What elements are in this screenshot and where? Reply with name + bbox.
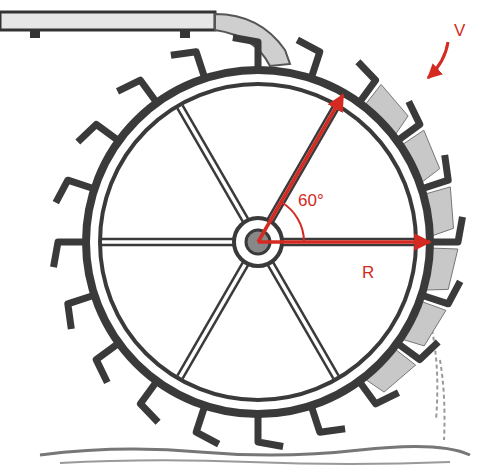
spoke bbox=[282, 244, 414, 247]
flume-support bbox=[180, 30, 190, 38]
paddle bbox=[96, 342, 120, 383]
flume-support bbox=[30, 30, 40, 38]
spoke bbox=[273, 108, 339, 222]
paddle bbox=[140, 380, 158, 423]
paddle bbox=[358, 380, 399, 404]
flume-trough bbox=[0, 12, 215, 30]
radius-arrow bbox=[258, 95, 343, 242]
spoke bbox=[102, 244, 234, 247]
velocity-arrow bbox=[428, 42, 448, 78]
paddle bbox=[78, 124, 121, 142]
spoke bbox=[267, 105, 333, 219]
ground-water bbox=[40, 446, 470, 455]
paddle bbox=[358, 62, 376, 105]
paddle bbox=[396, 342, 439, 360]
radius-label: R bbox=[360, 264, 376, 283]
wheel bbox=[54, 38, 463, 447]
radius-arrow bbox=[258, 240, 430, 244]
paddle bbox=[396, 102, 420, 143]
spoke bbox=[183, 105, 249, 219]
velocity-label: V bbox=[452, 22, 467, 41]
spoke bbox=[282, 238, 414, 241]
ground-water bbox=[60, 460, 450, 464]
spoke bbox=[102, 238, 234, 241]
spoke bbox=[177, 108, 243, 222]
spoke bbox=[177, 261, 243, 375]
angle-label: 60° bbox=[296, 192, 326, 211]
spoke bbox=[267, 264, 333, 378]
spoke bbox=[183, 264, 249, 378]
paddle bbox=[118, 80, 159, 104]
spoke bbox=[273, 261, 339, 375]
outer-rim bbox=[86, 70, 430, 414]
